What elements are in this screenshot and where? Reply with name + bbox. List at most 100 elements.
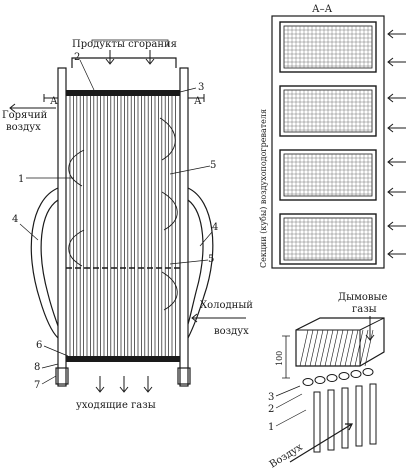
detail-tube xyxy=(341,387,349,449)
callout-3: 3 xyxy=(198,82,204,93)
heater-cubes xyxy=(279,21,377,265)
gas-inlet-arrow xyxy=(105,50,115,65)
detail-leader-2 xyxy=(275,393,303,409)
air-inlet-arrow xyxy=(387,57,406,67)
air-inlet-arrow xyxy=(387,29,406,39)
flue-gas-arrow xyxy=(365,316,375,341)
air-arrow xyxy=(289,423,353,463)
heater-cube xyxy=(279,149,377,201)
left-column xyxy=(57,67,67,387)
callout-2: 2 xyxy=(74,52,80,63)
hot-air-outlet-arrow xyxy=(9,103,56,113)
tube-end xyxy=(314,376,326,384)
hatch-line xyxy=(324,329,334,367)
tube-end xyxy=(302,378,314,386)
detail-tube xyxy=(313,391,321,453)
gas-outlet-arrow xyxy=(95,376,105,393)
tube-end xyxy=(338,372,350,380)
callout-1: 1 xyxy=(18,174,24,185)
right-bypass-duct-outer xyxy=(187,187,214,339)
section-marker-a-right: А xyxy=(194,96,202,107)
hatch-line xyxy=(344,329,354,367)
section-frame xyxy=(271,15,385,269)
cold-air-label-2: воздух xyxy=(214,326,249,337)
flue-gases-label-1: Дымовые xyxy=(338,292,387,303)
detail-callout-1: 1 xyxy=(268,422,274,433)
flue-gases-label-2: газы xyxy=(352,304,377,315)
section-marker-left xyxy=(43,94,58,102)
hot-air-label-1: Горячий xyxy=(2,110,48,121)
leader-2 xyxy=(79,59,95,91)
sections-caption: Секции (кубы) воздухоподогревателя xyxy=(259,109,268,268)
callout-8: 8 xyxy=(34,362,40,373)
gas-inlet-brace xyxy=(91,39,169,46)
right-support xyxy=(177,367,191,385)
air-flow-arrow xyxy=(161,271,178,311)
gas-inlet-arrow xyxy=(145,50,155,65)
air-inlet-arrow xyxy=(387,157,406,167)
air-flow-arrow xyxy=(68,229,85,267)
tube-bundle xyxy=(69,96,176,356)
callout-5-upper: 5 xyxy=(210,160,216,171)
hatch-line xyxy=(354,329,364,367)
detail-leader-3 xyxy=(275,385,301,397)
left-bypass-duct-outer xyxy=(30,187,59,339)
leader-4-left xyxy=(19,223,39,241)
callout-4-left: 4 xyxy=(12,214,18,225)
hatch-line xyxy=(299,329,309,367)
gas-outlet-arrow xyxy=(119,376,129,393)
dimension-label: 100 xyxy=(275,351,284,366)
detail-leader-1 xyxy=(275,409,307,427)
tube-ends xyxy=(302,368,374,386)
callout-6: 6 xyxy=(36,340,42,351)
callout-5-lower: 5 xyxy=(208,254,214,265)
hatch-line xyxy=(359,329,369,367)
heater-cube xyxy=(279,85,377,137)
air-heater-elevation: Продукты сгорания Горячий воздух Холодны… xyxy=(2,39,253,411)
hatch-line xyxy=(339,329,349,367)
hatch-line xyxy=(364,329,374,367)
hatch-line xyxy=(309,329,319,367)
air-flow-arrow xyxy=(68,149,85,187)
hatch-line xyxy=(349,329,359,367)
leader-8 xyxy=(41,363,59,369)
air-inlet-arrow xyxy=(387,187,406,197)
hatch-line xyxy=(304,329,314,367)
cold-air-inlet-arrow xyxy=(191,313,246,323)
right-bypass-duct-inner xyxy=(187,199,204,325)
hatch-line xyxy=(319,329,329,367)
air-flow-arrow xyxy=(159,117,176,161)
detail-callout-2: 2 xyxy=(268,404,274,415)
air-inlet-arrow xyxy=(387,93,406,103)
air-inlet-arrow xyxy=(387,123,406,133)
leader-3 xyxy=(179,87,197,93)
top-tube-sheet xyxy=(66,90,180,96)
heater-cube xyxy=(279,213,377,265)
tube-end xyxy=(326,374,338,382)
leader-5-upper xyxy=(169,165,211,175)
right-column xyxy=(179,67,189,387)
section-a-a: А–А Секции (кубы) воздухоподогревателя xyxy=(259,4,406,269)
detail-box xyxy=(295,317,385,367)
leader-4-right xyxy=(199,231,213,247)
section-title: А–А xyxy=(312,4,333,15)
combustion-products-label: Продукты сгорания xyxy=(72,39,177,50)
left-bypass-duct-inner xyxy=(40,199,59,327)
section-marker-a-left: А xyxy=(50,96,58,107)
hatch-line xyxy=(334,329,344,367)
detail-tube xyxy=(355,385,363,447)
hatch-line xyxy=(314,329,324,367)
air-flow-arrow xyxy=(161,191,178,231)
detail-tube xyxy=(327,389,335,451)
dimension-line xyxy=(282,335,290,379)
cold-air-label-1: Холодный xyxy=(200,300,253,311)
leader-7 xyxy=(41,375,57,385)
gas-outlet-arrow xyxy=(143,376,153,393)
detail-tubes xyxy=(313,383,377,453)
air-inlet-arrows xyxy=(387,29,406,259)
callout-7: 7 xyxy=(34,380,40,391)
callout-4-right: 4 xyxy=(212,222,218,233)
air-inlet-arrow xyxy=(387,249,406,259)
